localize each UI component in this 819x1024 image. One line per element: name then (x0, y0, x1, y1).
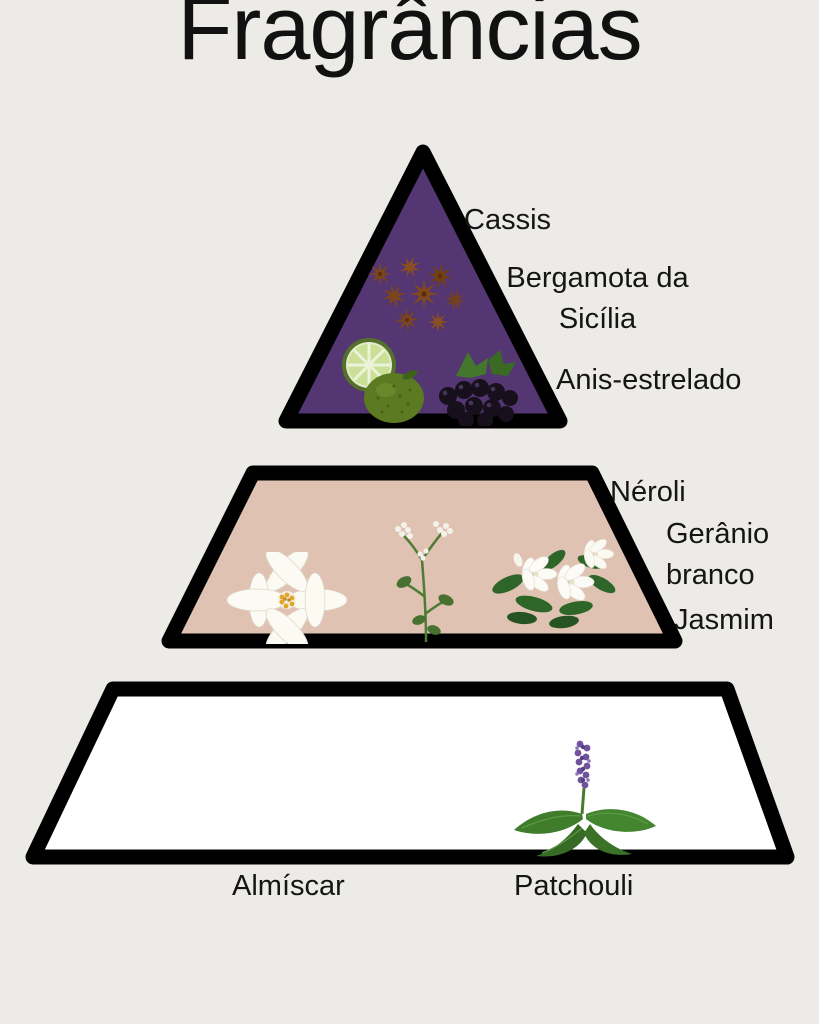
bergamot-icon (358, 368, 430, 429)
page-title: Fragrâncias (177, 0, 642, 79)
neroli-flower-icon (222, 548, 352, 652)
label-geranio-branco: Gerânio branco (666, 514, 769, 596)
jasmine-flower-icon (478, 526, 622, 635)
label-neroli: Néroli (610, 476, 686, 508)
label-bergamota-line2: Sicília (558, 303, 637, 336)
label-anis-estrelado: Anis-estrelado (556, 364, 742, 396)
label-patchouli: Patchouli (514, 870, 634, 902)
white-geranium-icon (386, 514, 466, 651)
pyramid-bottom-tier (25, 681, 795, 865)
blackcurrant-icon (430, 350, 525, 431)
label-bergamota-line1: Bergamota da (506, 262, 689, 294)
label-geranio-line1: Gerânio (666, 518, 770, 550)
patchouli-plant-icon (498, 736, 670, 865)
label-almiscar: Almíscar (232, 870, 345, 902)
label-cassis: Cassis (464, 204, 552, 236)
label-bergamota: Bergamota da Sicília (490, 258, 705, 340)
label-geranio-line2: branco (666, 559, 755, 592)
label-jasmim: Jasmim (674, 604, 774, 636)
star-anise-icon (352, 252, 482, 352)
